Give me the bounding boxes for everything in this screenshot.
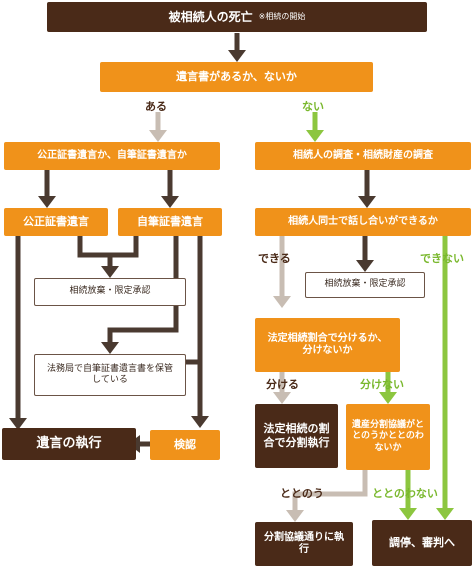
node-statutory-share-q: 法定相続割合で分けるか、分けないか xyxy=(255,318,400,372)
node-probate: 検認 xyxy=(150,430,220,460)
label-wakenai: 分けない xyxy=(360,378,404,391)
label-wakeru: 分ける xyxy=(266,378,299,391)
node-renounce-right: 相続放棄・限定承認 xyxy=(305,272,425,298)
node-mediation: 調停、審判へ xyxy=(372,520,472,566)
node-heir-investigation: 相続人の調査・相続財産の調査 xyxy=(255,142,471,170)
label-totonowanai: ととのわない xyxy=(372,487,438,500)
gray-arrows xyxy=(155,112,368,512)
heir-investigation-label: 相続人の調査・相続財産の調査 xyxy=(293,149,433,161)
start-label: 被相続人の死亡 xyxy=(168,9,253,24)
node-split-by-agreement: 分割協議通りに執行 xyxy=(255,522,353,566)
node-notarized-will: 公正証書遺言 xyxy=(4,208,108,236)
green-arrows xyxy=(312,112,448,510)
node-heirs-discussion: 相続人同士で話し合いができるか xyxy=(255,208,471,236)
label-dekinai: できない xyxy=(420,252,464,265)
renounce-left-label: 相続放棄・限定承認 xyxy=(69,286,151,297)
label-dekiru: できる xyxy=(258,252,291,265)
gray-arrowheads xyxy=(149,130,304,522)
handwritten-will-label: 自筆証書遺言 xyxy=(137,215,203,229)
label-aru: ある xyxy=(145,100,167,113)
label-totonou: ととのう xyxy=(280,487,324,500)
node-statutory-split: 法定相続の割合で分割執行 xyxy=(255,404,338,468)
statutory-share-q-label: 法定相続割合で分けるか、分けないか xyxy=(267,332,388,357)
node-start: 被相続人の死亡 ※相続の開始 xyxy=(47,2,427,32)
node-execution: 遺言の執行 xyxy=(2,428,136,460)
notarized-will-label: 公正証書遺言 xyxy=(23,215,89,229)
node-handwritten-will: 自筆証書遺言 xyxy=(118,208,222,236)
node-legal-office-kept: 法務局で自筆証書遺言書を保管している xyxy=(34,354,186,396)
execution-label: 遺言の執行 xyxy=(36,435,102,451)
probate-label: 検認 xyxy=(174,438,196,452)
label-nai: ない xyxy=(302,100,324,113)
start-note: ※相続の開始 xyxy=(258,12,306,21)
green-arrowheads xyxy=(306,130,454,520)
mediation-label: 調停、審判へ xyxy=(389,536,455,550)
node-notarized-or-handwritten: 公正証書遺言か、自筆証書遺言か xyxy=(4,142,220,170)
will-exists-label: 遺言書があるか、ないか xyxy=(176,70,297,84)
notarized-or-handwritten-label: 公正証書遺言か、自筆証書遺言か xyxy=(37,149,187,161)
heirs-discussion-label: 相続人同士で話し合いができるか xyxy=(288,215,438,227)
node-will-exists: 遺言書があるか、ないか xyxy=(100,62,373,92)
agreement-q-label: 遺産分割協議がととのうかととのわないか xyxy=(351,420,424,453)
node-renounce-left: 相続放棄・限定承認 xyxy=(34,278,186,306)
statutory-split-label: 法定相続の割合で分割執行 xyxy=(263,422,330,449)
legal-office-kept-label: 法務局で自筆証書遺言書を保管している xyxy=(46,363,173,385)
split-by-agreement-label: 分割協議通りに執行 xyxy=(264,531,344,556)
renounce-right-label: 相続放棄・限定承認 xyxy=(324,279,406,290)
node-agreement-q: 遺産分割協議がととのうかととのわないか xyxy=(346,404,430,470)
